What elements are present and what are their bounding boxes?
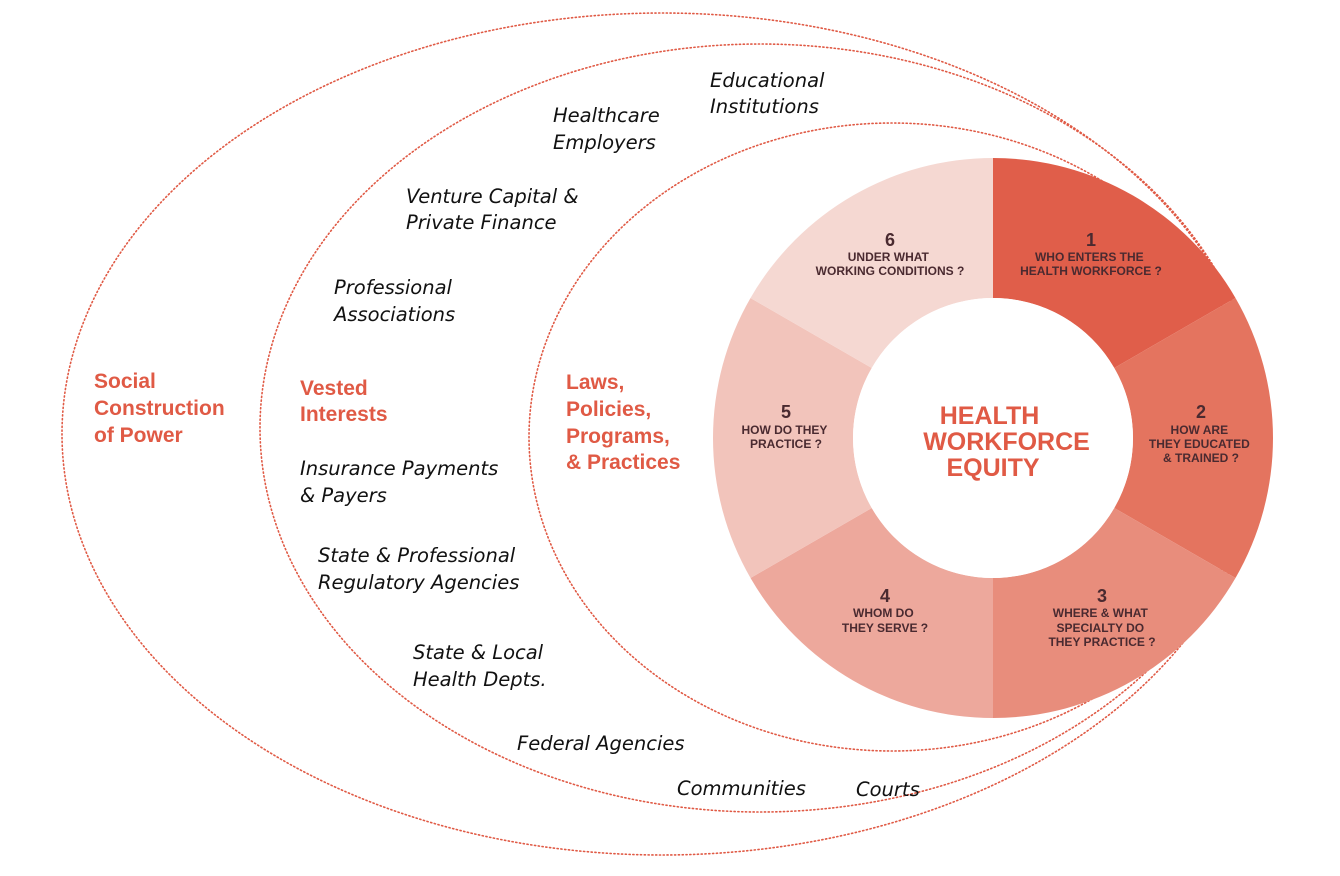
segment-6-question: UNDER WHAT WORKING CONDITIONS ?	[816, 250, 965, 278]
segment-3-line1: WHERE & WHAT	[1053, 606, 1149, 620]
segment-6-line2: WORKING CONDITIONS ?	[816, 264, 965, 278]
segment-3-line3: THEY PRACTICE ?	[1048, 635, 1155, 649]
segment-1-question: WHO ENTERS THE HEALTH WORKFORCE ?	[1020, 250, 1162, 278]
segment-2-wedge	[1114, 298, 1273, 578]
actor-professional-associations: Professional Associations	[332, 276, 458, 326]
layer-outer-line3: of Power	[94, 424, 183, 447]
actor-courts: Courts	[856, 778, 920, 801]
segment-4-question: WHOM DO THEY SERVE ?	[842, 606, 928, 635]
segment-5-wedge	[713, 298, 872, 578]
segment-1-number: 1	[1086, 230, 1096, 250]
actor-venture-line2: Private Finance	[406, 211, 557, 234]
center-title-line1: HEALTH	[940, 402, 1040, 430]
segment-4-wedge	[750, 508, 993, 718]
segment-2-line3: & TRAINED ?	[1163, 451, 1239, 465]
segment-6-wedge	[750, 158, 993, 368]
actor-professional-line1: Professional	[334, 276, 453, 299]
layer-title-inner: Laws, Policies, Programs, & Practices	[566, 371, 680, 474]
segment-3-wedge	[993, 508, 1236, 718]
actor-employers-line1: Healthcare	[553, 104, 660, 127]
layer-title-outer: Social Construction of Power	[94, 370, 231, 447]
layer-middle-line1: Vested	[300, 377, 368, 400]
center-title-line2: WORKFORCE	[923, 428, 1090, 456]
layer-title-middle: Vested Interests	[300, 377, 388, 426]
segment-2-number: 2	[1196, 402, 1206, 422]
center-circle	[853, 298, 1133, 578]
segment-4-number: 4	[880, 586, 890, 606]
segment-4-line1: WHOM DO	[853, 606, 914, 620]
segment-5-question: HOW DO THEY PRACTICE ?	[741, 423, 830, 451]
actor-professional-line2: Associations	[332, 303, 455, 326]
actor-communities-line1: Communities	[677, 777, 806, 800]
actor-educational-institutions: Educational Institutions	[710, 69, 831, 118]
actor-insurance-line2: & Payers	[300, 484, 387, 507]
layer-middle-line2: Interests	[300, 403, 388, 426]
actor-health-depts-line1: State & Local	[413, 641, 544, 664]
actor-regulatory-line2: Regulatory Agencies	[318, 571, 519, 594]
layer-outer-line2: Construction	[94, 397, 225, 420]
segment-2-question: HOW ARE THEY EDUCATED & TRAINED ?	[1149, 423, 1253, 465]
question-segments	[713, 158, 1273, 718]
actor-venture-line1: Venture Capital &	[406, 185, 579, 208]
actor-regulatory-line1: State & Professional	[318, 544, 516, 567]
layer-inner-line2: Policies,	[566, 398, 651, 421]
segment-6-line1: UNDER WHAT	[848, 250, 930, 264]
segment-5-line1: HOW DO THEY	[741, 423, 827, 437]
segment-3-number: 3	[1097, 586, 1107, 606]
actor-employers-line2: Employers	[553, 131, 656, 154]
segment-2-line1: HOW ARE	[1171, 423, 1229, 437]
actor-educational-line1: Educational	[710, 69, 825, 92]
layer-inner-line4: & Practices	[566, 451, 680, 474]
actor-federal-agencies: Federal Agencies	[517, 732, 685, 755]
actor-health-depts-line2: Health Depts.	[413, 668, 547, 691]
actor-insurance-line1: Insurance Payments	[300, 457, 498, 480]
segment-3-question: WHERE & WHAT SPECIALTY DO THEY PRACTICE …	[1048, 606, 1155, 649]
layer-inner-line3: Programs,	[566, 425, 670, 448]
segment-labels: 1 WHO ENTERS THE HEALTH WORKFORCE ? 2 HO…	[741, 230, 1253, 649]
segment-1-wedge	[993, 158, 1236, 368]
center-title-line3: EQUITY	[946, 454, 1039, 482]
segment-1-line1: WHO ENTERS THE	[1035, 250, 1144, 264]
segment-4-line2: THEY SERVE ?	[842, 621, 928, 635]
actor-courts-line1: Courts	[856, 778, 920, 801]
actor-educational-line2: Institutions	[710, 95, 819, 118]
layer-outer-line1: Social	[94, 370, 156, 393]
actor-insurance-payers: Insurance Payments & Payers	[300, 457, 504, 507]
layer-inner-line1: Laws,	[566, 371, 624, 394]
segment-1-line2: HEALTH WORKFORCE ?	[1020, 264, 1162, 278]
segment-3-line2: SPECIALTY DO	[1057, 621, 1145, 635]
segment-6-number: 6	[885, 230, 895, 250]
segment-5-number: 5	[781, 402, 791, 422]
actor-federal-line1: Federal Agencies	[517, 732, 685, 755]
actor-regulatory-agencies: State & Professional Regulatory Agencies	[318, 544, 521, 594]
actor-venture-capital: Venture Capital & Private Finance	[406, 185, 585, 234]
actor-communities: Communities	[677, 777, 806, 800]
actor-health-depts: State & Local Health Depts.	[413, 641, 549, 691]
segment-5-line2: PRACTICE ?	[750, 437, 822, 451]
center-title: HEALTH WORKFORCE EQUITY	[923, 402, 1097, 482]
actor-healthcare-employers: Healthcare Employers	[553, 104, 666, 154]
segment-2-line2: THEY EDUCATED	[1149, 437, 1250, 451]
